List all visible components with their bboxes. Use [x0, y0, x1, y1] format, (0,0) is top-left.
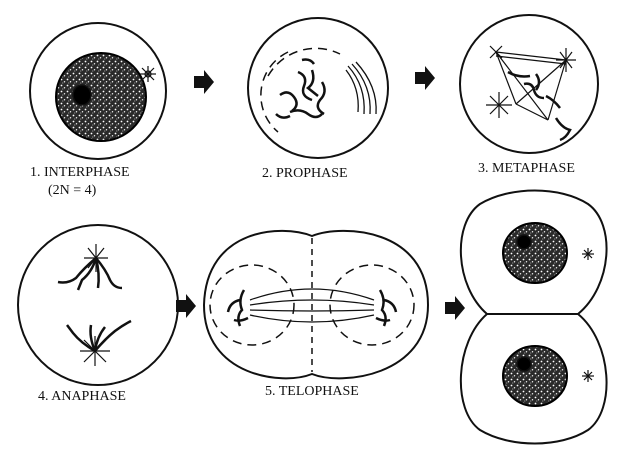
label-interphase: 1. INTERPHASE	[30, 165, 130, 181]
anaphase-cell	[18, 225, 178, 385]
interphase-cell	[30, 23, 166, 159]
metaphase-cell	[460, 15, 598, 153]
label-interphase-ploidy: (2N = 4)	[48, 183, 96, 199]
prophase-cell	[248, 18, 388, 158]
arrow-icon	[194, 70, 214, 94]
spindle-icon	[346, 62, 376, 114]
label-prophase: 2. PROPHASE	[262, 166, 348, 182]
centrosome-icon	[140, 66, 156, 82]
label-telophase: 5. TELOPHASE	[265, 384, 359, 400]
label-metaphase: 3. METAPHASE	[478, 161, 575, 177]
arrow-icon	[415, 66, 435, 90]
arrow-icon	[445, 296, 465, 320]
label-anaphase: 4. ANAPHASE	[38, 389, 126, 405]
telophase-cell	[204, 231, 428, 378]
arrow-icon	[176, 294, 196, 318]
daughter-cells	[461, 191, 607, 444]
centrosome-icon	[582, 248, 594, 382]
